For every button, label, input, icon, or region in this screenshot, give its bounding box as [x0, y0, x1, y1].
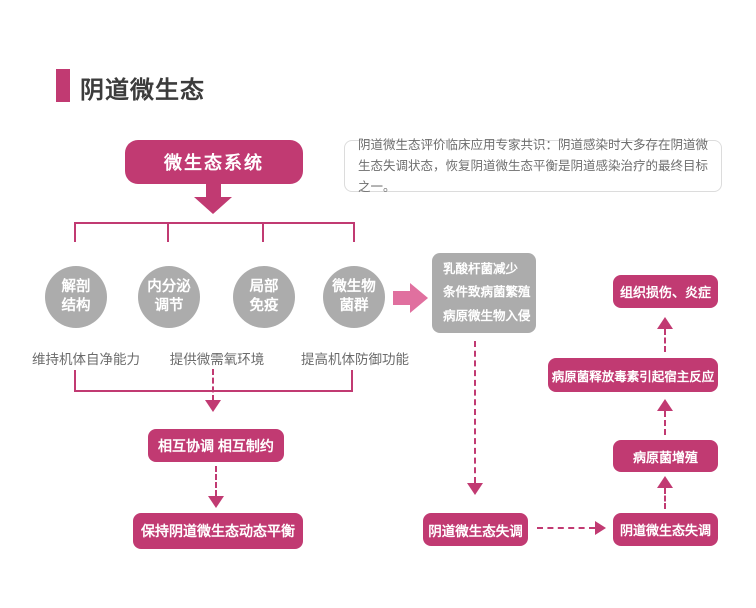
factor-label: 菌群	[339, 298, 369, 314]
factor-label: 微生物	[332, 279, 376, 296]
function-label-microaerophilic: 提供微需氧环境	[169, 352, 265, 367]
dashed-connector	[215, 466, 217, 496]
cascade-tissue-damage-box: 组织损伤、炎症	[613, 275, 718, 308]
factor-circle-endocrine: 内分泌 调节	[138, 266, 200, 328]
factor-label: 免疫	[249, 298, 279, 314]
dashed-connector	[664, 488, 666, 509]
bracket-top-line	[74, 222, 355, 224]
bracket-drop-line	[167, 222, 169, 242]
arrow-down-icon	[194, 197, 232, 214]
dashed-connector	[664, 411, 666, 435]
factor-label: 局部	[249, 279, 279, 296]
cause-line: 乳酸杆菌减少	[443, 262, 519, 277]
arrowhead-down-icon	[208, 496, 224, 508]
consensus-note-text: 阴道微生态评价临床应用专家共识：阴道感染时大多存在阴道微生态失调状态，恢复阴道微…	[358, 137, 709, 194]
factor-label: 结构	[61, 298, 91, 314]
arrowhead-down-icon	[467, 483, 483, 495]
arrow-right-icon	[410, 283, 428, 313]
factor-circle-anatomy: 解剖 结构	[45, 266, 107, 328]
factor-label: 解剖	[61, 279, 91, 296]
function-label-self-cleaning: 维持机体自净能力	[32, 352, 140, 367]
arrowhead-up-icon	[657, 317, 673, 329]
arrow-down-icon	[206, 183, 221, 198]
coordination-box: 相互协调 相互制约	[148, 429, 284, 462]
cascade-pathogen-growth-box: 病原菌增殖	[613, 440, 718, 472]
dashed-connector	[474, 341, 476, 483]
dysbiosis-box-center: 阴道微生态失调	[423, 513, 528, 546]
arrowhead-up-icon	[657, 399, 673, 411]
cause-line: 病原微生物入侵	[443, 308, 531, 323]
page-title: 阴道微生态	[80, 77, 205, 104]
cause-line: 条件致病菌繁殖	[443, 285, 531, 300]
factor-circle-microbiota: 微生物 菌群	[323, 266, 385, 328]
root-node-microecosystem: 微生态系统	[125, 140, 303, 184]
cascade-toxin-host-response-box: 病原菌释放毒素引起宿主反应	[548, 358, 718, 392]
consensus-note: 阴道微生态评价临床应用专家共识：阴道感染时大多存在阴道微生态失调状态，恢复阴道微…	[344, 138, 722, 194]
arrowhead-up-icon	[657, 476, 673, 488]
factor-circle-local-immunity: 局部 免疫	[233, 266, 295, 328]
bracket-drop-line	[353, 222, 355, 242]
dashed-connector	[212, 369, 214, 401]
imbalance-causes-box: 乳酸杆菌减少 条件致病菌繁殖 病原微生物入侵	[432, 253, 536, 333]
arrowhead-down-icon	[205, 400, 221, 412]
bracket-drop-line	[74, 222, 76, 242]
balance-box: 保持阴道微生态动态平衡	[133, 513, 303, 549]
arrowhead-right-icon	[595, 521, 606, 535]
arrow-right-icon	[393, 291, 410, 305]
title-accent-bar	[56, 69, 70, 102]
dashed-connector	[664, 329, 666, 352]
factor-label: 调节	[154, 298, 184, 314]
factor-label: 内分泌	[147, 279, 191, 296]
cascade-dysbiosis-box: 阴道微生态失调	[613, 513, 718, 546]
function-label-defense: 提高机体防御功能	[301, 352, 409, 367]
dashed-connector	[537, 527, 595, 529]
bracket-drop-line	[262, 222, 264, 242]
